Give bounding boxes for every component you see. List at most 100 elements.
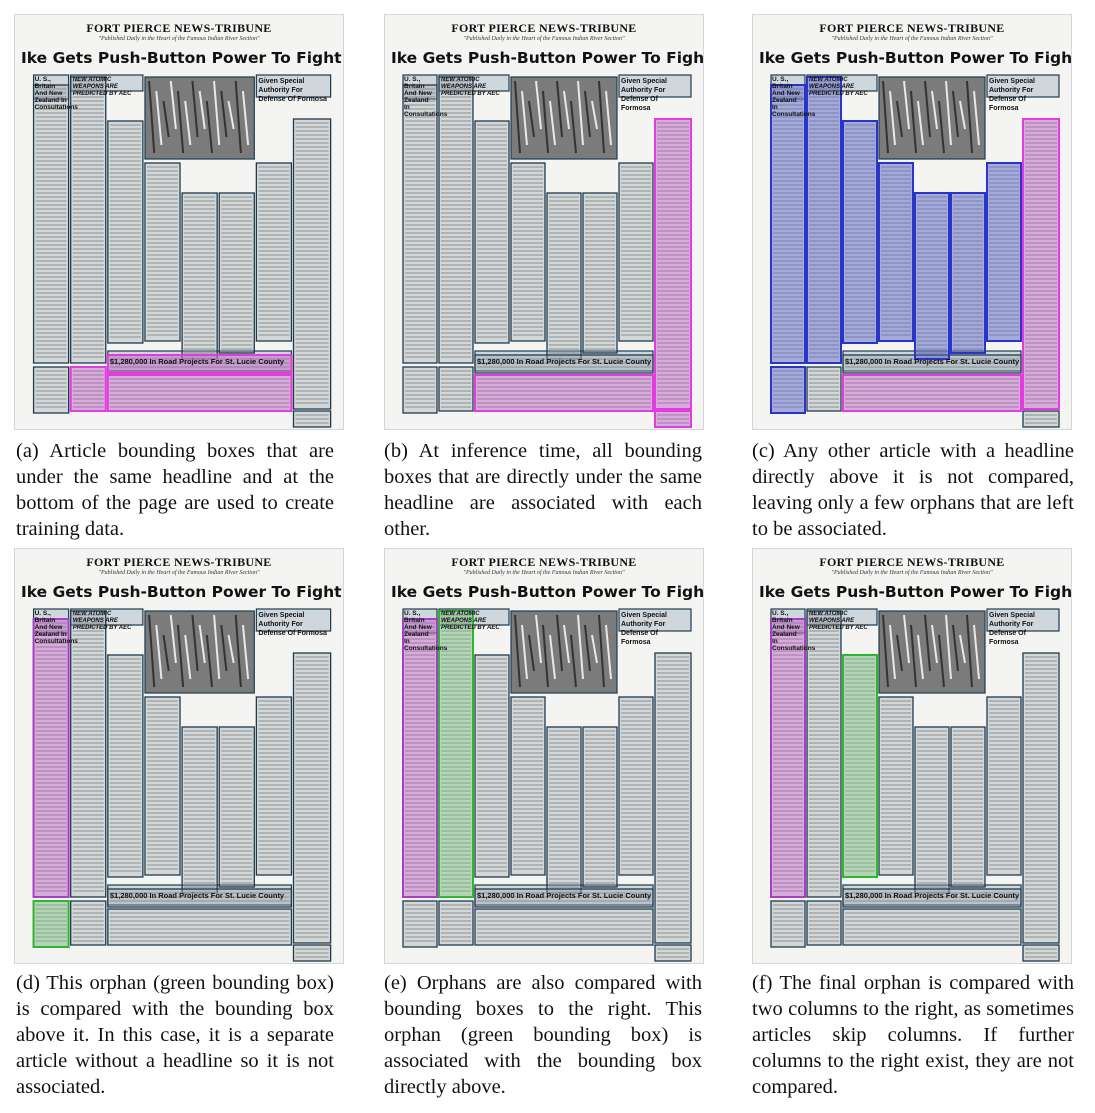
subhead-atomic: NEW ATOMIC WEAPONS ARE PREDICTED BY AEC	[809, 611, 868, 631]
highlight-box-blue	[806, 76, 842, 364]
photo-texture	[514, 614, 521, 688]
article-boxes-c	[770, 74, 1060, 428]
photo-texture	[945, 80, 952, 146]
tagline: "Published Daily in the Heart of the Fam…	[463, 36, 625, 42]
photo-texture	[191, 80, 199, 138]
article-box	[32, 366, 70, 414]
photo-texture	[176, 90, 185, 154]
article-box	[618, 162, 654, 342]
highlight-box-purple	[402, 618, 438, 898]
photo-texture	[184, 100, 192, 146]
article-box	[107, 654, 144, 878]
highlight-box-magenta	[474, 374, 654, 412]
subhead-right: Given Special Authority For Defense Of F…	[621, 612, 667, 646]
photo-texture	[549, 634, 556, 680]
photo-texture	[577, 614, 584, 680]
tagline: "Published Daily in the Heart of the Fam…	[98, 36, 260, 42]
photo-texture	[528, 100, 535, 138]
photo-texture	[220, 90, 228, 138]
article-boxes-b	[402, 74, 692, 428]
photo-texture	[176, 624, 185, 688]
photo-texture	[952, 624, 959, 672]
photo-texture	[910, 90, 917, 154]
subhead-left: U. S., Britain And New Zealand In Consul…	[404, 76, 448, 118]
article-box	[806, 900, 842, 946]
article-box	[402, 366, 438, 414]
article-box	[438, 900, 474, 946]
newspaper-image-c: FORT PIERCE NEWS-TRIBUNE"Published Daily…	[752, 14, 1072, 430]
article-box	[546, 726, 582, 894]
masthead: FORT PIERCE NEWS-TRIBUNE	[86, 555, 272, 569]
masthead: FORT PIERCE NEWS-TRIBUNE	[819, 21, 1005, 35]
photo-texture	[148, 80, 156, 154]
photo-texture	[148, 614, 156, 688]
article-box	[842, 120, 878, 344]
highlight-box-green	[32, 900, 70, 948]
photo-texture	[234, 80, 242, 154]
photo-texture	[931, 90, 938, 130]
article-box	[806, 610, 842, 898]
article-box	[107, 120, 144, 344]
photo-texture	[952, 90, 959, 138]
article-box	[402, 900, 438, 948]
photo-texture	[241, 624, 250, 680]
photo-texture	[938, 100, 945, 154]
subhead-atomic: NEW ATOMIC WEAPONS ARE PREDICTED BY AEC	[441, 611, 500, 631]
subhead-atomic: NEW ATOMIC WEAPONS ARE PREDICTED BY AEC	[441, 77, 500, 97]
photo-texture	[205, 634, 214, 688]
photo-texture	[959, 100, 966, 130]
tagline: "Published Daily in the Heart of the Fam…	[98, 570, 260, 576]
photo-texture	[584, 624, 591, 672]
photo-texture	[227, 634, 235, 664]
photo-texture	[577, 80, 584, 146]
photo-texture	[889, 624, 896, 680]
subhead-left: U. S., Britain And New Zealand In Consul…	[34, 76, 78, 111]
newspaper-image-f: FORT PIERCE NEWS-TRIBUNE"Published Daily…	[752, 548, 1072, 964]
photo-texture	[549, 100, 556, 146]
subhead-atomic: NEW ATOMIC WEAPONS ARE PREDICTED BY AEC	[72, 611, 132, 631]
article-boxes-f	[770, 608, 1060, 962]
article-box	[255, 162, 293, 342]
highlight-box-purple	[770, 618, 806, 898]
highlight-box-green	[842, 654, 878, 878]
photo-texture	[584, 90, 591, 138]
main-headline: Ike Gets Push-Button Power To Fight	[759, 49, 1072, 67]
tagline: "Published Daily in the Heart of the Fam…	[831, 36, 993, 42]
photo-texture	[162, 634, 170, 672]
photo-texture	[155, 90, 163, 146]
masthead: FORT PIERCE NEWS-TRIBUNE	[451, 555, 637, 569]
subhead-right: Given Special Authority For Defense Of F…	[621, 78, 667, 112]
article-box	[770, 900, 806, 948]
subhead-right: Given Special Authority For Defense Of F…	[989, 78, 1035, 112]
photo-texture	[605, 624, 612, 680]
headline-box-right	[618, 74, 692, 98]
subhead-atomic: NEW ATOMIC WEAPONS ARE PREDICTED BY AEC	[72, 77, 132, 97]
photo-texture	[528, 634, 535, 672]
photo-texture	[563, 90, 570, 130]
headline-box-right	[255, 74, 332, 98]
subhead-bottom: $1,280,000 In Road Projects For St. Luci…	[845, 891, 1020, 900]
photo-texture	[542, 90, 549, 154]
photo-texture	[966, 80, 973, 154]
subhead-bottom: $1,280,000 In Road Projects For St. Luci…	[109, 357, 285, 366]
article-box	[144, 162, 181, 342]
photo-texture	[514, 80, 521, 154]
subhead-right: Given Special Authority For Defense Of F…	[989, 612, 1035, 646]
article-box	[842, 908, 1022, 946]
highlight-box-blue	[914, 192, 950, 360]
article-box	[474, 120, 510, 344]
newspaper-image-e: FORT PIERCE NEWS-TRIBUNE"Published Daily…	[384, 548, 704, 964]
photo-texture	[931, 624, 938, 664]
photo-texture	[924, 614, 931, 672]
photo-texture	[198, 624, 206, 664]
tagline: "Published Daily in the Heart of the Fam…	[831, 570, 993, 576]
caption-e: (e) Orphans are also compared with bound…	[384, 972, 702, 1098]
highlight-box-blue	[950, 192, 986, 354]
photo-texture	[556, 614, 563, 672]
photo-texture	[973, 624, 980, 680]
photo-texture	[563, 624, 570, 664]
photo-texture	[191, 614, 199, 672]
subhead-left: U. S., Britain And New Zealand In Consul…	[772, 610, 816, 652]
photo-texture	[169, 614, 177, 664]
main-headline: Ike Gets Push-Button Power To Fight	[391, 49, 704, 67]
